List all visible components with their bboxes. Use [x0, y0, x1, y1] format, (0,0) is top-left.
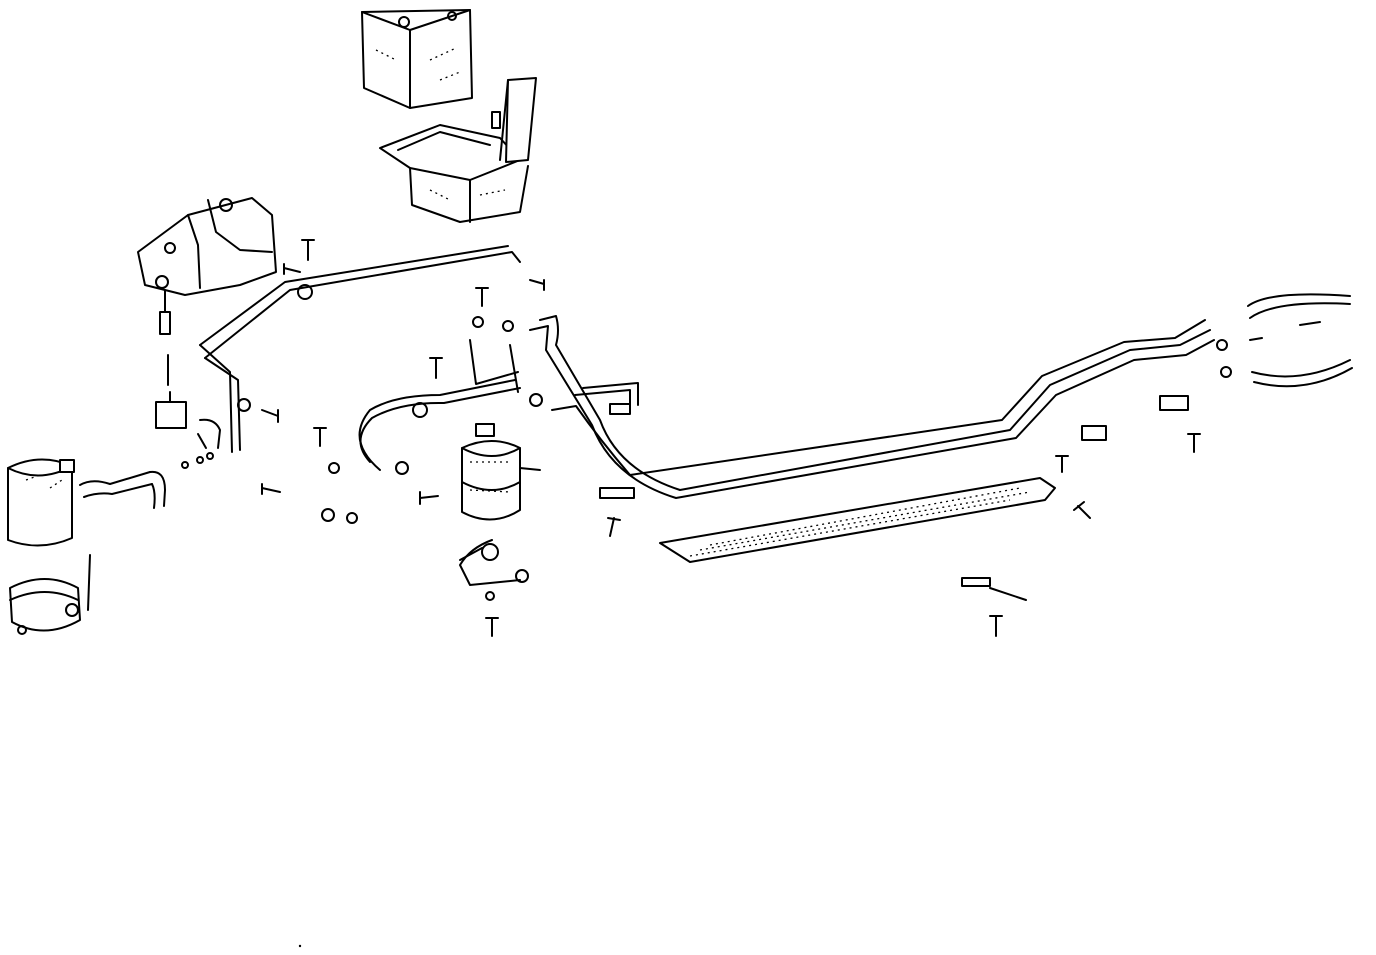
bolt	[301, 239, 315, 261]
bracket-link	[155, 289, 187, 429]
bolt	[1073, 501, 1091, 519]
heat-shield	[659, 477, 1056, 563]
bolt	[529, 279, 545, 291]
bolt	[419, 491, 439, 505]
bolt	[1187, 433, 1201, 453]
battery	[361, 9, 473, 109]
bolt	[261, 483, 281, 495]
bolt	[485, 617, 499, 637]
bracket-housing	[137, 197, 277, 296]
fuel-filter-canister	[7, 458, 75, 547]
bolt	[261, 409, 279, 423]
hose-clamps	[181, 284, 1321, 601]
battery-tray	[379, 124, 529, 223]
filler-neck	[491, 77, 537, 163]
bolt	[1055, 455, 1069, 473]
bolt	[475, 287, 489, 307]
bolt	[607, 517, 621, 537]
bolt	[989, 615, 1003, 637]
fuel-pump	[459, 423, 541, 586]
bolt	[429, 357, 443, 379]
canister-mounting-clamp	[9, 554, 91, 635]
bolt	[283, 263, 301, 275]
bolt	[313, 427, 327, 447]
return-hoses	[79, 293, 1353, 509]
bolts	[261, 239, 1201, 637]
